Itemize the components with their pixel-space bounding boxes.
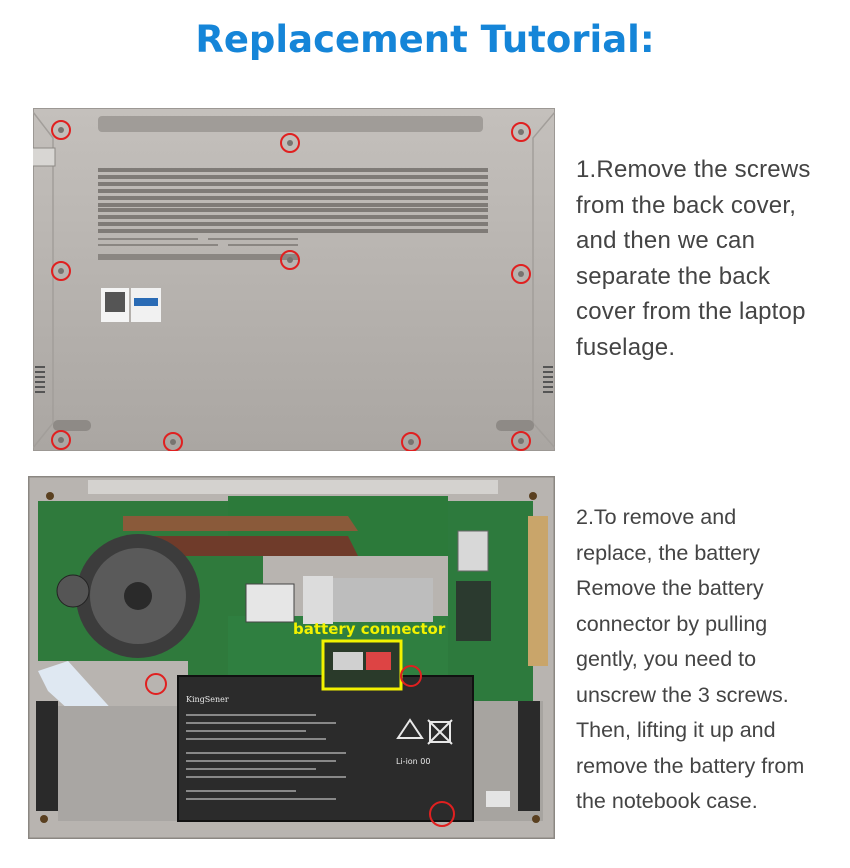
screw-head [518, 438, 524, 444]
screw-marker [51, 261, 71, 281]
step-2-line: Then, lifting it up and [576, 718, 776, 742]
screw-markers [51, 120, 531, 451]
step-2-line: the notebook case. [576, 789, 758, 813]
battery-connector-label: battery connector [293, 620, 446, 638]
page-title: Replacement Tutorial: [195, 18, 655, 61]
screw-head [58, 437, 64, 443]
step-2-line: gently, you need to [576, 647, 757, 671]
screw-head [518, 271, 524, 277]
step-2-line: remove the battery from [576, 753, 805, 778]
screw-head [518, 129, 524, 135]
vent-slots-upper [98, 168, 488, 207]
screw-marker [51, 120, 71, 140]
recycle-icon [396, 718, 424, 739]
step-2-line: 2.To remove and [576, 505, 737, 529]
step-2-description: 2.To remove and replace, the battery Rem… [576, 500, 804, 820]
screw-marker [145, 673, 167, 695]
step-1-line: from the back cover, [576, 191, 797, 219]
screw-head [287, 257, 293, 263]
screw-marker [280, 250, 300, 270]
screw-head [408, 439, 414, 445]
step-2-line: replace, the battery [576, 540, 761, 565]
screw-marker [401, 432, 421, 451]
screw-head [58, 268, 64, 274]
screw-head [58, 127, 64, 133]
battery-brand: KingSener [186, 695, 229, 704]
screw-head [170, 439, 176, 445]
screw-marker [51, 430, 71, 450]
screw-marker [280, 133, 300, 153]
step-1-line: cover from the laptop [576, 298, 806, 325]
screw-marker [163, 432, 183, 451]
screw-marker [511, 264, 531, 284]
laptop-internals-photo: KingSener Li-ion 00 battery connector [28, 476, 555, 839]
step-2-line: connector by pulling [576, 611, 768, 636]
step-2-line: Remove the battery [576, 576, 764, 600]
step-1-line: fuselage. [576, 333, 676, 361]
step-2-line: unscrew the 3 screws. [576, 682, 789, 707]
step-1-line: 1.Remove the screws [576, 156, 811, 183]
battery [178, 676, 473, 821]
screw-marker [400, 665, 422, 687]
screw-marker [429, 801, 455, 827]
vent-slots-lower [98, 208, 488, 233]
screw-marker [511, 431, 531, 451]
step-1-line: separate the back [576, 262, 771, 290]
step-1-description: 1.Remove the screws from the back cover,… [576, 152, 811, 365]
screw-head [287, 140, 293, 146]
laptop-back-cover-photo [33, 108, 555, 451]
battery-type: Li-ion 00 [396, 757, 430, 766]
step-1-line: and then we can [576, 227, 756, 254]
screw-marker [511, 122, 531, 142]
